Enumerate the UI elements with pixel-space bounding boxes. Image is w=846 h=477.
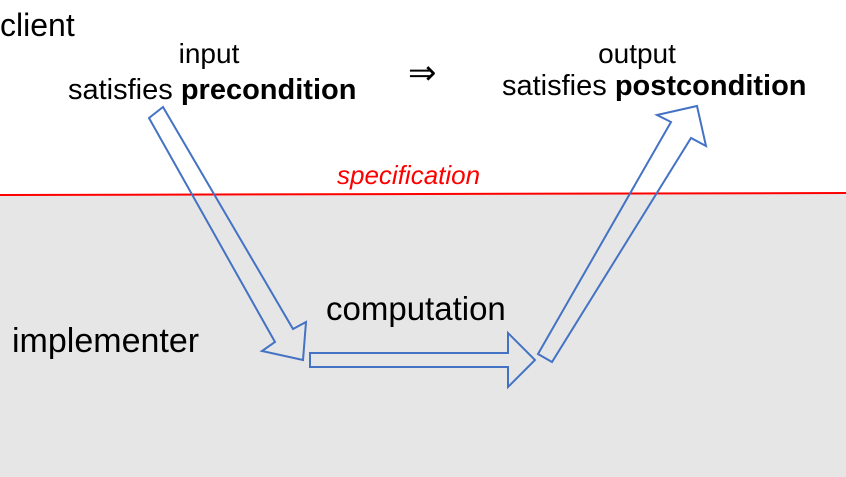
- precondition-term: precondition: [180, 74, 357, 106]
- arrow-input-to-computation: [147, 105, 308, 362]
- postcondition-line: satisfies postcondition: [502, 72, 807, 101]
- implementer-label: implementer: [12, 322, 200, 360]
- implementer-zone-background: [0, 194, 846, 477]
- specification-line: [0, 192, 846, 196]
- client-label: client: [0, 7, 75, 43]
- arrow-computation-to-output: [536, 104, 708, 364]
- input-satisfies-text: satisfies: [68, 74, 181, 106]
- output-label: output: [598, 38, 676, 69]
- specification-label: specification: [337, 160, 481, 190]
- arrow-computation: [309, 330, 537, 390]
- output-satisfies-text: satisfies: [502, 70, 615, 102]
- input-label: input: [178, 38, 240, 69]
- postcondition-term: postcondition: [614, 70, 807, 102]
- precondition-line: satisfies precondition: [68, 76, 356, 105]
- implies-symbol: ⇒: [408, 54, 437, 92]
- computation-label: computation: [326, 290, 506, 327]
